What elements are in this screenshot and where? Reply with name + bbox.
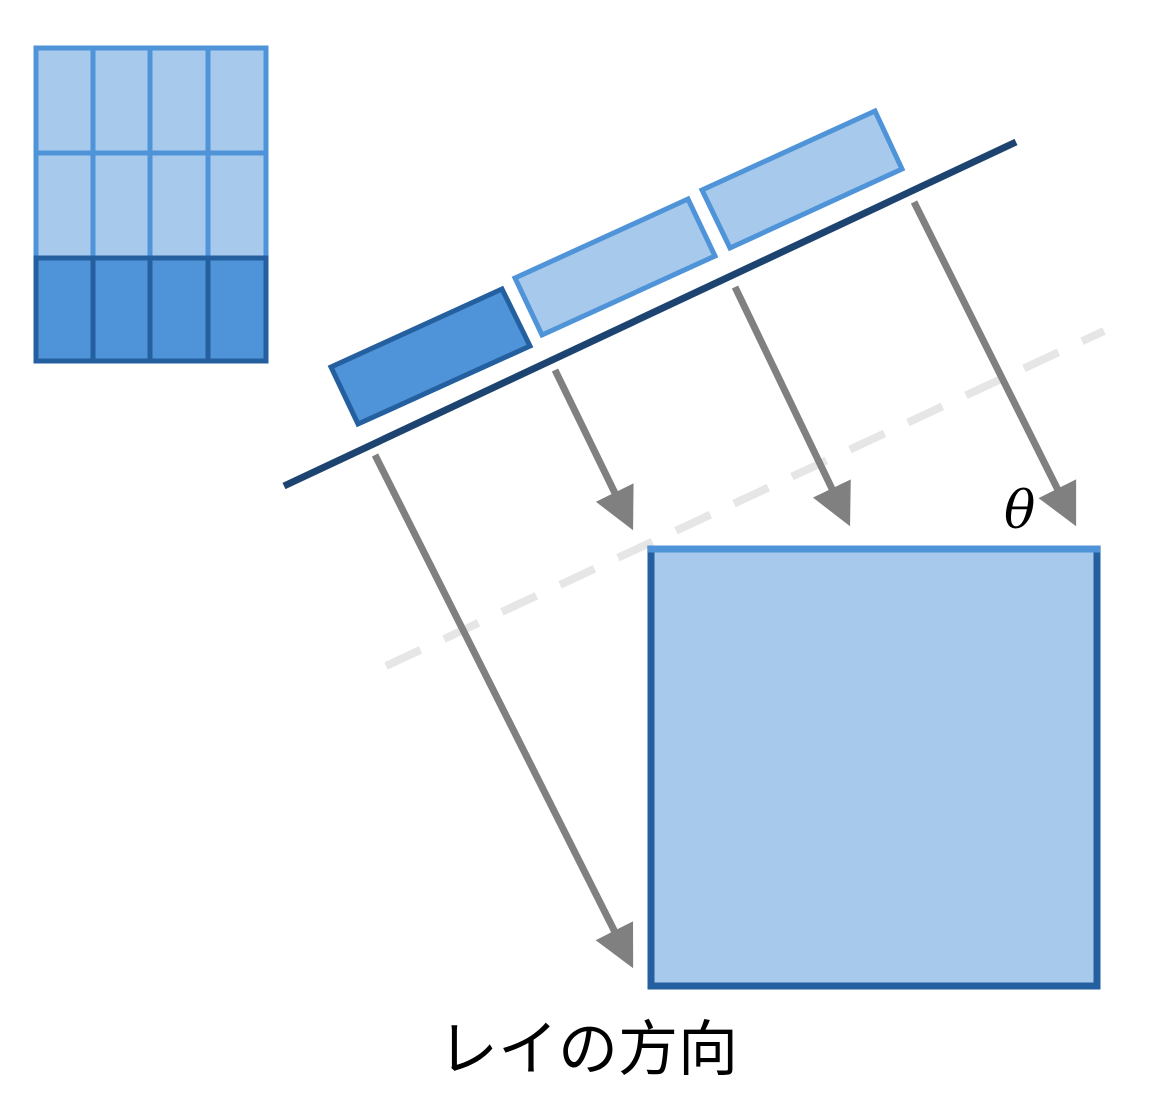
strip-baseline	[282, 138, 1018, 490]
ray-arrow	[731, 285, 851, 527]
ray-arrow	[371, 453, 634, 969]
rotated-strip	[327, 107, 906, 428]
ray-arrow	[551, 368, 634, 531]
ray-arrow	[910, 200, 1077, 527]
dashed-reference-line	[384, 327, 1106, 670]
ray-arrows	[371, 200, 1077, 969]
texture-grid-icon	[33, 45, 269, 364]
strip-segment-light	[511, 195, 719, 339]
angle-label: θ	[1004, 481, 1035, 541]
target-square	[647, 545, 1101, 990]
ray-direction-caption: レイの方向	[438, 1015, 738, 1085]
strip-segment-dark	[327, 285, 534, 428]
strip-segment-light	[698, 107, 906, 252]
